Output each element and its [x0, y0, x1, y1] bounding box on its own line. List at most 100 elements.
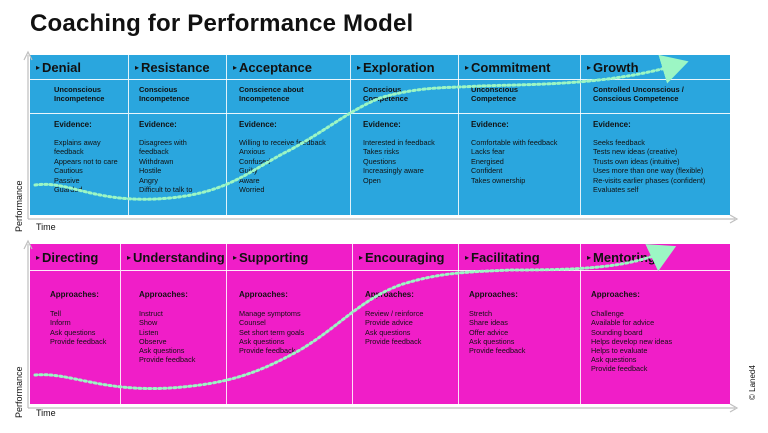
- list-item: Provide feedback: [365, 336, 422, 346]
- evidence-list: Evidence: Interested in feedback Takes r…: [351, 120, 459, 185]
- list-item: Provide advice: [365, 318, 413, 328]
- list-item: Ask questions: [239, 336, 285, 346]
- triangle-icon: ▸: [587, 62, 592, 72]
- list-item: Confident: [471, 166, 503, 175]
- column-acceptance: ▸Acceptance Conscience about Incompetenc…: [226, 55, 351, 215]
- list-item: Energised: [471, 156, 504, 166]
- evidence-list: Evidence: Explains away feedback Appears…: [30, 120, 128, 195]
- list-item: Disagrees with: [139, 137, 187, 147]
- list-item: Open: [363, 175, 381, 185]
- evidence-list: Evidence: Seeks feedback Tests new ideas…: [581, 120, 731, 195]
- column-header: ▸Resistance: [129, 55, 227, 80]
- list-item: Aware: [239, 175, 260, 185]
- evidence-list: Evidence: Willing to receive feedback An…: [227, 120, 351, 195]
- axes-top: [23, 50, 739, 224]
- list-item: Takes risks: [363, 147, 400, 156]
- column-title: Directing: [42, 249, 99, 265]
- approaches-list: Approaches: Challenge Available for advi…: [581, 290, 731, 374]
- x-axis-label-bottom: Time: [36, 408, 56, 418]
- evidence-label: Evidence:: [239, 120, 277, 129]
- column-directing: ▸Directing Approaches: Tell Inform Ask q…: [30, 244, 120, 404]
- column-title: Denial: [42, 59, 82, 75]
- triangle-icon: ▸: [135, 62, 140, 72]
- column-title: Exploration: [363, 59, 435, 75]
- list-item: Listen: [139, 327, 159, 337]
- triangle-icon: ▸: [36, 62, 41, 72]
- list-item: Inform: [50, 318, 71, 328]
- list-item: Available for advice: [591, 318, 655, 328]
- evidence-list: Evidence: Disagrees with feedback Withdr…: [129, 120, 227, 195]
- column-header: ▸Understanding: [121, 244, 227, 271]
- triangle-icon: ▸: [359, 252, 364, 262]
- column-title: Resistance: [141, 59, 210, 75]
- approaches-label: Approaches:: [591, 290, 640, 299]
- evidence-label: Evidence:: [54, 120, 92, 129]
- column-denial: ▸Denial Unconscious Incompetence Evidenc…: [30, 55, 128, 215]
- performance-curve-bottom: [33, 244, 677, 391]
- list-item: Hostile: [139, 166, 162, 175]
- competence-stage: Conscious Competence: [351, 80, 459, 114]
- x-axis-label-top: Time: [36, 222, 56, 232]
- list-item: Guilty: [239, 166, 258, 175]
- competence-stage: Unconscious Incompetence: [30, 80, 128, 114]
- list-item: Share ideas: [469, 318, 508, 328]
- list-item: Provide feedback: [50, 336, 107, 346]
- list-item: Counsel: [239, 318, 266, 328]
- evidence-label: Evidence:: [363, 120, 401, 129]
- approaches-label: Approaches:: [139, 290, 188, 299]
- list-item: Seeks feedback: [593, 137, 645, 147]
- list-item: Evaluates self: [593, 185, 639, 194]
- list-item: Uses more than one way (flexible): [593, 166, 704, 175]
- approaches-list: Approaches: Instruct Show Listen Observe…: [121, 290, 227, 364]
- column-title: Understanding: [133, 249, 225, 265]
- triangle-icon: ▸: [127, 252, 132, 262]
- list-item: Appears not to care: [54, 156, 118, 166]
- column-supporting: ▸Supporting Approaches: Manage symptoms …: [226, 244, 353, 404]
- axes-bottom: [23, 239, 739, 413]
- list-item: Ask questions: [591, 355, 637, 365]
- column-header: ▸Encouraging: [353, 244, 459, 271]
- triangle-icon: ▸: [357, 62, 362, 72]
- list-item: Stretch: [469, 309, 493, 319]
- column-exploration: ▸Exploration Conscious Competence Eviden…: [350, 55, 459, 215]
- triangle-icon: ▸: [465, 252, 470, 262]
- list-item: Provide feedback: [591, 364, 648, 374]
- list-item: feedback: [54, 147, 84, 156]
- approaches-label: Approaches:: [50, 290, 99, 299]
- list-item: Provide feedback: [139, 355, 196, 365]
- competence-stage: Conscience about Incompetence: [227, 80, 351, 114]
- list-item: Sounding board: [591, 327, 643, 337]
- column-title: Growth: [593, 59, 639, 75]
- evidence-label: Evidence:: [471, 120, 509, 129]
- list-item: Set short term goals: [239, 327, 305, 337]
- evidence-panel: ▸Denial Unconscious Incompetence Evidenc…: [30, 55, 731, 215]
- list-item: Tell: [50, 309, 61, 319]
- list-item: Willing to receive feedback: [239, 137, 326, 147]
- list-item: Trusts own ideas (intuitive): [593, 156, 680, 166]
- list-item: Manage symptoms: [239, 309, 301, 319]
- triangle-icon: ▸: [465, 62, 470, 72]
- column-header: ▸Commitment: [459, 55, 581, 80]
- list-item: Provide feedback: [239, 346, 296, 356]
- list-item: Tests new ideas (creative): [593, 147, 678, 156]
- approaches-list: Approaches: Review / reinforce Provide a…: [353, 290, 459, 346]
- competence-stage: Controlled Unconscious / Conscious Compe…: [581, 80, 731, 114]
- list-item: Takes ownership: [471, 175, 526, 185]
- column-growth: ▸Growth Controlled Unconscious / Conscio…: [580, 55, 731, 215]
- column-title: Encouraging: [365, 249, 445, 265]
- column-header: ▸Directing: [30, 244, 120, 271]
- list-item: Provide feedback: [469, 346, 526, 356]
- approaches-label: Approaches:: [365, 290, 414, 299]
- approaches-list: Approaches: Tell Inform Ask questions Pr…: [30, 290, 120, 346]
- list-item: Ask questions: [139, 346, 185, 356]
- list-item: Observe: [139, 336, 167, 346]
- list-item: Cautious: [54, 166, 83, 175]
- approaches-list: Approaches: Manage symptoms Counsel Set …: [227, 290, 353, 355]
- list-item: Guarded: [54, 185, 83, 194]
- evidence-label: Evidence:: [593, 120, 631, 129]
- triangle-icon: ▸: [233, 62, 238, 72]
- column-encouraging: ▸Encouraging Approaches: Review / reinfo…: [352, 244, 459, 404]
- competence-stage: Conscious Incompetence: [129, 80, 227, 114]
- column-title: Supporting: [239, 249, 309, 265]
- list-item: Questions: [363, 156, 396, 166]
